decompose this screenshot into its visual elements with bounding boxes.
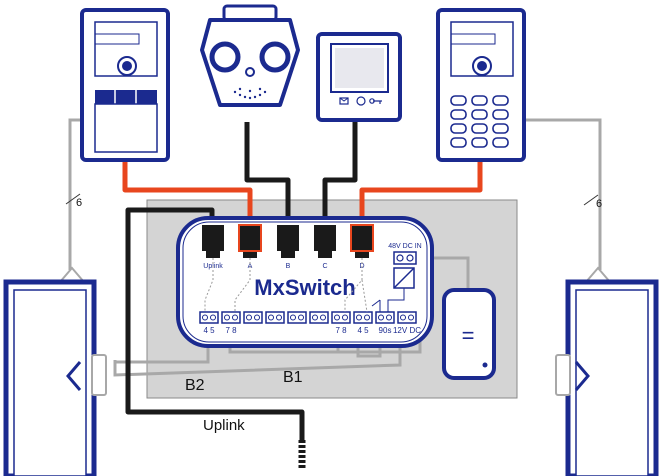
label-b1: B1 bbox=[283, 369, 303, 386]
power-supply: = bbox=[442, 288, 496, 380]
terminal-blocks bbox=[199, 311, 417, 324]
terminal-label-4: 4 5 bbox=[357, 326, 369, 335]
terminal-label-6: 12V DC bbox=[393, 326, 421, 335]
door-wiring-left bbox=[65, 118, 82, 270]
door-left bbox=[3, 266, 107, 476]
mail-icon bbox=[339, 97, 349, 105]
dc-input-connector: 48V DC IN bbox=[371, 243, 422, 314]
label-uplink: Uplink bbox=[203, 417, 245, 434]
mxswitch-brand: MxSwitch bbox=[254, 275, 355, 300]
port-b-label: B bbox=[286, 263, 291, 270]
port-c: C bbox=[314, 225, 336, 270]
psu-symbol: = bbox=[462, 323, 475, 348]
terminal-label-1: 4 5 bbox=[203, 326, 215, 335]
dc-input-label: 48V DC IN bbox=[388, 243, 421, 250]
label-wires-left: 6 bbox=[76, 197, 82, 209]
label-b2: B2 bbox=[185, 377, 205, 394]
door-wiring-right bbox=[525, 118, 602, 270]
terminal-label-3: 7 8 bbox=[335, 326, 347, 335]
lan-cables bbox=[125, 122, 358, 440]
poe-cables bbox=[122, 160, 483, 225]
terminal-block-screws bbox=[202, 314, 414, 321]
door-station-left bbox=[80, 8, 170, 162]
camera-speaker-grille bbox=[233, 87, 267, 100]
door-station-right bbox=[436, 8, 526, 162]
terminal-label-2: 7 8 bbox=[225, 326, 237, 335]
internal-wiring-dashed bbox=[204, 258, 368, 313]
keypad bbox=[450, 95, 509, 148]
camera-dual-lens bbox=[200, 4, 300, 107]
terminal-labels: 4 5 7 8 7 8 4 5 90s 12V DC bbox=[203, 326, 421, 335]
terminal-label-5: 90s bbox=[379, 326, 392, 335]
display-module bbox=[316, 32, 402, 122]
label-wires-right: 6 bbox=[596, 198, 602, 210]
door-right bbox=[555, 266, 659, 476]
port-c-label: C bbox=[322, 263, 327, 270]
bell-icon bbox=[356, 96, 366, 106]
port-b: B bbox=[277, 225, 299, 270]
